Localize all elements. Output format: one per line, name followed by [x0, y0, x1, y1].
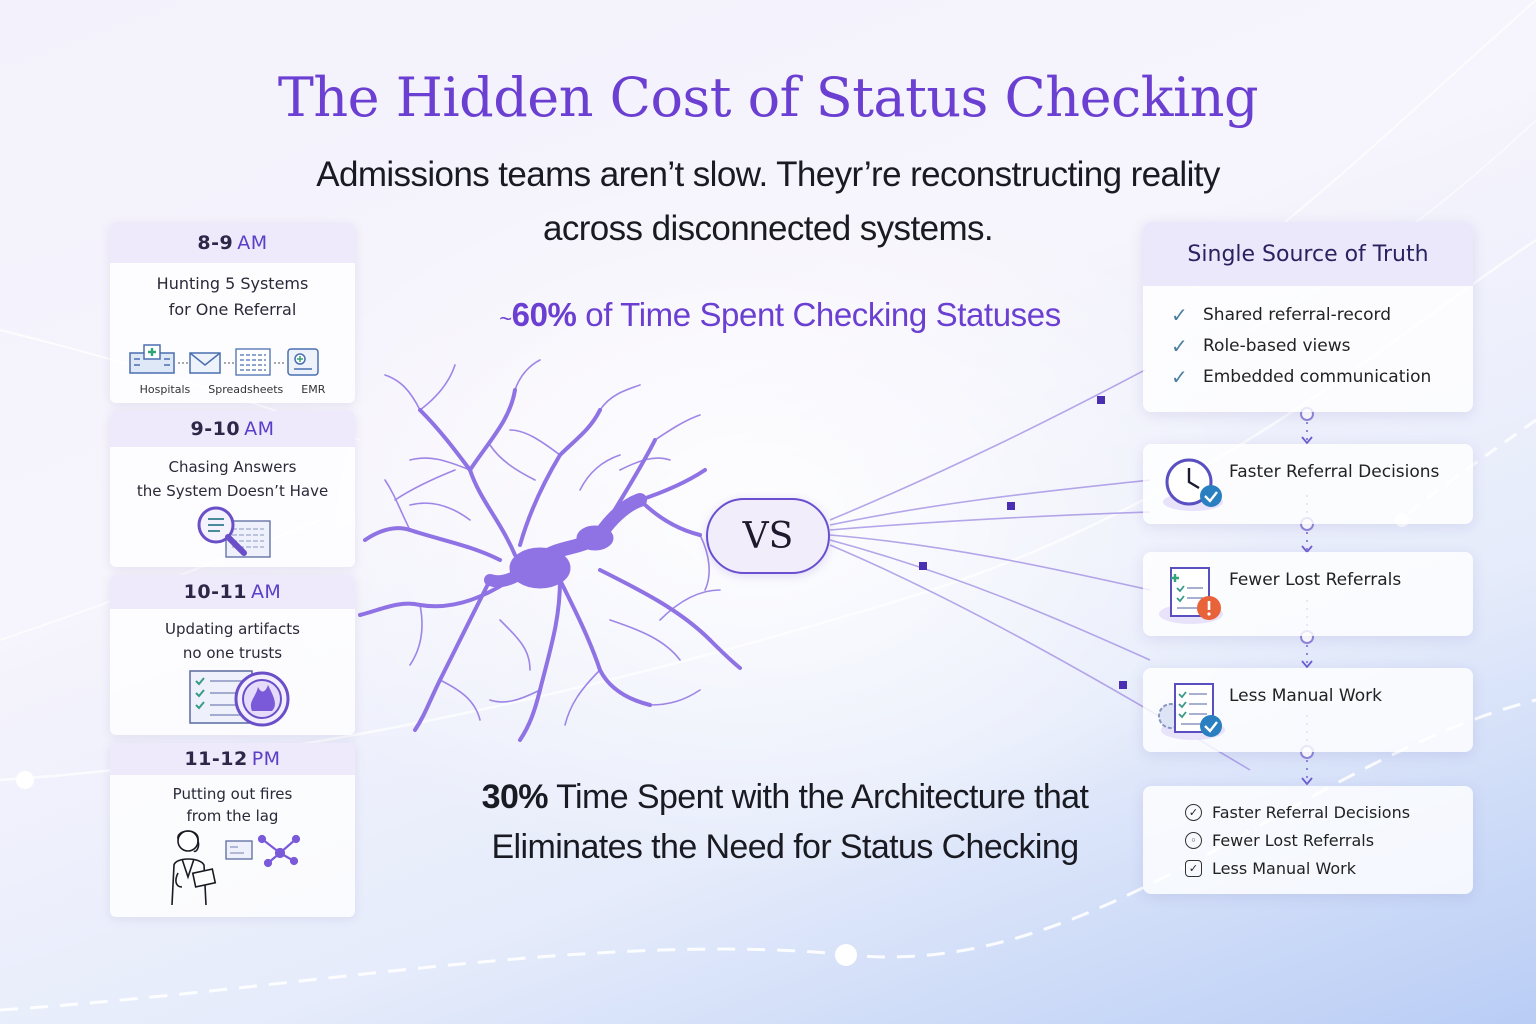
timeline-card-body: Updating artifacts no one trusts: [110, 609, 355, 665]
checklist-gear-icon: [1158, 683, 1225, 740]
timeline-card-header: 8-9 AM: [110, 223, 355, 263]
summary-item-label: Less Manual Work: [1212, 858, 1356, 878]
network-icon: [257, 834, 301, 868]
timeline-time: 10-11: [183, 581, 247, 603]
timeline-ampm: AM: [237, 232, 268, 254]
stat-top-number: 60%: [511, 296, 577, 333]
timeline-card-body: Hunting 5 Systems for One Referral: [110, 263, 355, 323]
checkmark-icon: ✓: [1171, 364, 1188, 389]
benefit-card-3: Less Manual Work: [1143, 668, 1473, 752]
benefit-label: Less Manual Work: [1229, 686, 1382, 706]
summary-item: ✓ Less Manual Work: [1143, 854, 1473, 882]
check-circle-icon: ✓: [1185, 803, 1202, 821]
magnifier-icon: [197, 506, 271, 558]
timeline-card-body: Putting out fires from the lag: [110, 775, 355, 827]
page-subtitle: Admissions teams aren’t slow. Theyr’re r…: [268, 148, 1268, 256]
checklist-fire-icon: [189, 670, 290, 727]
systems-labels: Hospitals Spreadsheets EMR: [110, 383, 355, 396]
systems-icons: [129, 344, 319, 376]
summary-card: ✓ Faster Referral Decisions ◦ Fewer Lost…: [1143, 786, 1473, 894]
stat-top: ~60% of Time Spent Checking Statuses: [380, 296, 1180, 334]
stat-top-prefix: ~: [499, 306, 512, 331]
emr-icon: [287, 348, 319, 376]
subtitle-line-1: Admissions teams aren’t slow. Theyr’re r…: [316, 155, 1220, 194]
timeline-ampm: PM: [251, 748, 281, 770]
summary-item-label: Fewer Lost Referrals: [1212, 830, 1375, 850]
check-box-icon: ✓: [1185, 859, 1202, 877]
envelope-icon: [189, 352, 221, 374]
timeline-time: 8-9: [197, 232, 234, 254]
system-label: EMR: [301, 383, 326, 396]
single-source-card: Single Source of Truth ✓ Shared referral…: [1143, 222, 1473, 412]
document-alert-icon: [1159, 567, 1223, 624]
truth-item: ✓ Embedded communication: [1143, 361, 1473, 392]
system-label: Spreadsheets: [208, 383, 284, 396]
subtitle-line-2: across disconnected systems.: [542, 209, 994, 248]
stat-bottom-number: 30%: [481, 778, 549, 816]
summary-item: ◦ Fewer Lost Referrals: [1143, 826, 1473, 854]
checkmark-icon: ✓: [1171, 333, 1188, 358]
summary-item: ✓ Faster Referral Decisions: [1143, 798, 1473, 826]
truth-list: ✓ Shared referral-record ✓ Role-based vi…: [1143, 286, 1473, 392]
benefit-card-1: Faster Referral Decisions: [1143, 444, 1473, 524]
page-title: The Hidden Cost of Status Checking: [277, 66, 1259, 129]
id-card-icon: [225, 840, 253, 860]
timeline-card-1: 8-9 AM Hunting 5 Systems for One Referra…: [110, 223, 355, 403]
fracture-graphic: [358, 359, 742, 742]
stat-top-text: of Time Spent Checking Statuses: [576, 296, 1061, 333]
clinician-icon: [171, 830, 301, 906]
timeline-card-2: 9-10 AM Chasing Answers the System Doesn…: [110, 411, 355, 567]
summary-item-label: Faster Referral Decisions: [1212, 802, 1411, 822]
timeline-time: 11-12: [184, 748, 248, 770]
checkmark-icon: ✓: [1171, 302, 1188, 327]
clock-check-icon: [1163, 458, 1223, 511]
benefit-card-2: Fewer Lost Referrals: [1143, 552, 1473, 636]
system-label: Hospitals: [139, 383, 191, 396]
timeline-card-header: 10-11 AM: [110, 575, 355, 609]
timeline-line-1: Updating artifacts: [165, 620, 300, 638]
timeline-time: 9-10: [190, 418, 241, 440]
truth-item-label: Role-based views: [1203, 335, 1351, 356]
truth-item: ✓ Shared referral-record: [1143, 299, 1473, 330]
truth-item: ✓ Role-based views: [1143, 330, 1473, 361]
timeline-card-body: Chasing Answers the System Doesn’t Have: [110, 447, 355, 503]
single-source-title: Single Source of Truth: [1143, 222, 1473, 286]
benefit-label: Fewer Lost Referrals: [1229, 570, 1402, 590]
timeline-card-4: 11-12 PM Putting out fires from the lag: [110, 743, 355, 917]
stat-bottom-line-2: Eliminates the Need for Status Checking: [491, 828, 1079, 866]
stat-bottom-line-1: Time Spent with the Architecture that: [547, 778, 1089, 816]
timeline-line-2: for One Referral: [168, 300, 297, 319]
truth-item-label: Shared referral-record: [1203, 304, 1392, 325]
timeline-ampm: AM: [250, 581, 282, 603]
timeline-ampm: AM: [244, 418, 275, 440]
truth-item-label: Embedded communication: [1203, 366, 1432, 387]
timeline-line-1: Putting out fires: [172, 785, 293, 803]
hospital-icon: [129, 344, 175, 374]
timeline-line-1: Hunting 5 Systems: [156, 274, 309, 293]
timeline-line-2: from the lag: [186, 807, 279, 825]
timeline-line-2: no one trusts: [182, 644, 283, 662]
timeline-card-header: 9-10 AM: [110, 411, 355, 447]
timeline-card-header: 11-12 PM: [110, 743, 355, 775]
timeline-line-2: the System Doesn’t Have: [136, 482, 329, 500]
stat-bottom: 30% Time Spent with the Architecture tha…: [380, 772, 1190, 872]
timeline-line-1: Chasing Answers: [168, 458, 297, 476]
target-icon: ◦: [1185, 831, 1202, 849]
benefit-label: Faster Referral Decisions: [1229, 462, 1440, 482]
spreadsheet-icon: [235, 348, 271, 376]
vs-badge: VS: [706, 498, 830, 574]
timeline-card-3: 10-11 AM Updating artifacts no one trust…: [110, 575, 355, 735]
